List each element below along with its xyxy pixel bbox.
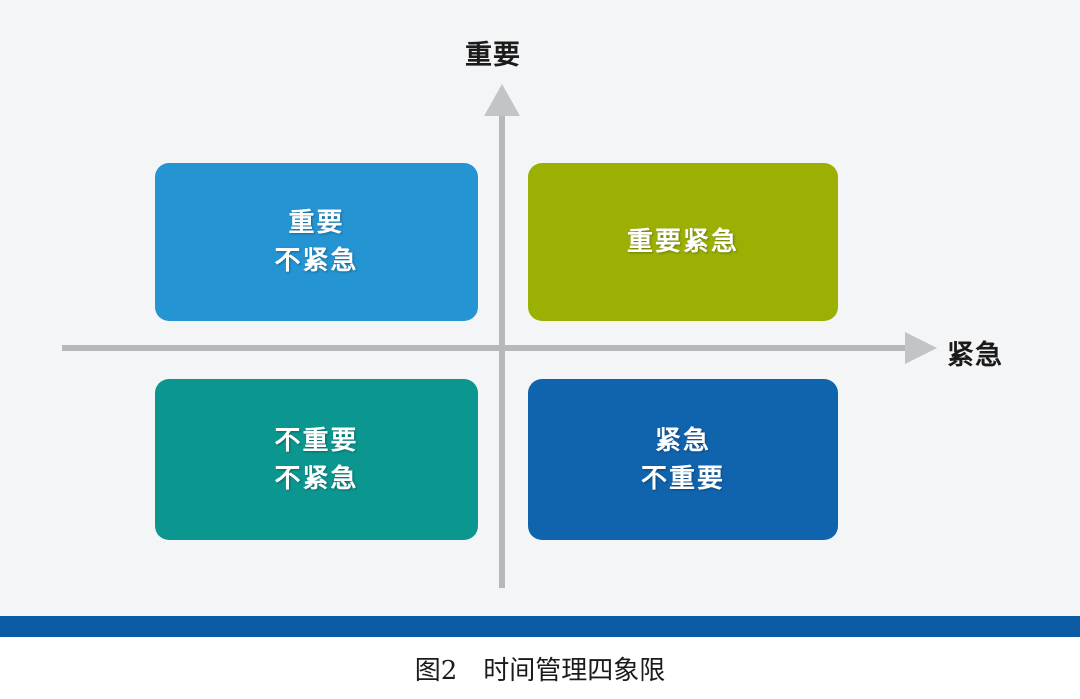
figure-caption: 图2 时间管理四象限 xyxy=(414,656,666,686)
quadrant-label-line: 不紧急 xyxy=(274,245,359,275)
quadrant-urgent-not-important[interactable]: 紧急 不重要 xyxy=(528,379,849,540)
quadrant-label-line: 紧急 xyxy=(654,424,711,455)
figure-canvas: 重要 紧急 重要 不紧急 重要紧急 不重要 不紧急 紧急 不重要 xyxy=(62,40,1003,588)
axis-label-urgent: 紧急 xyxy=(947,340,1003,370)
quadrant-label-line: 重要紧急 xyxy=(626,226,739,257)
quadrant-important-not-urgent[interactable]: 重要 不紧急 xyxy=(155,163,489,321)
quadrant-label-line: 不紧急 xyxy=(274,462,359,493)
section-divider-rule xyxy=(0,616,1080,637)
caption-area xyxy=(0,637,1080,699)
axis-label-important: 重要 xyxy=(465,40,521,70)
quadrant-label-line: 不重要 xyxy=(274,424,359,455)
quadrant-not-important-not-urgent[interactable]: 不重要 不紧急 xyxy=(155,379,489,540)
arrow-right-icon xyxy=(905,332,937,364)
quadrant-label-line: 不重要 xyxy=(640,462,725,493)
arrow-up-icon xyxy=(484,84,520,116)
quadrant-label-line: 重要 xyxy=(288,207,345,238)
horizontal-axis-line xyxy=(62,345,917,351)
quadrant-important-urgent[interactable]: 重要紧急 xyxy=(528,163,849,321)
